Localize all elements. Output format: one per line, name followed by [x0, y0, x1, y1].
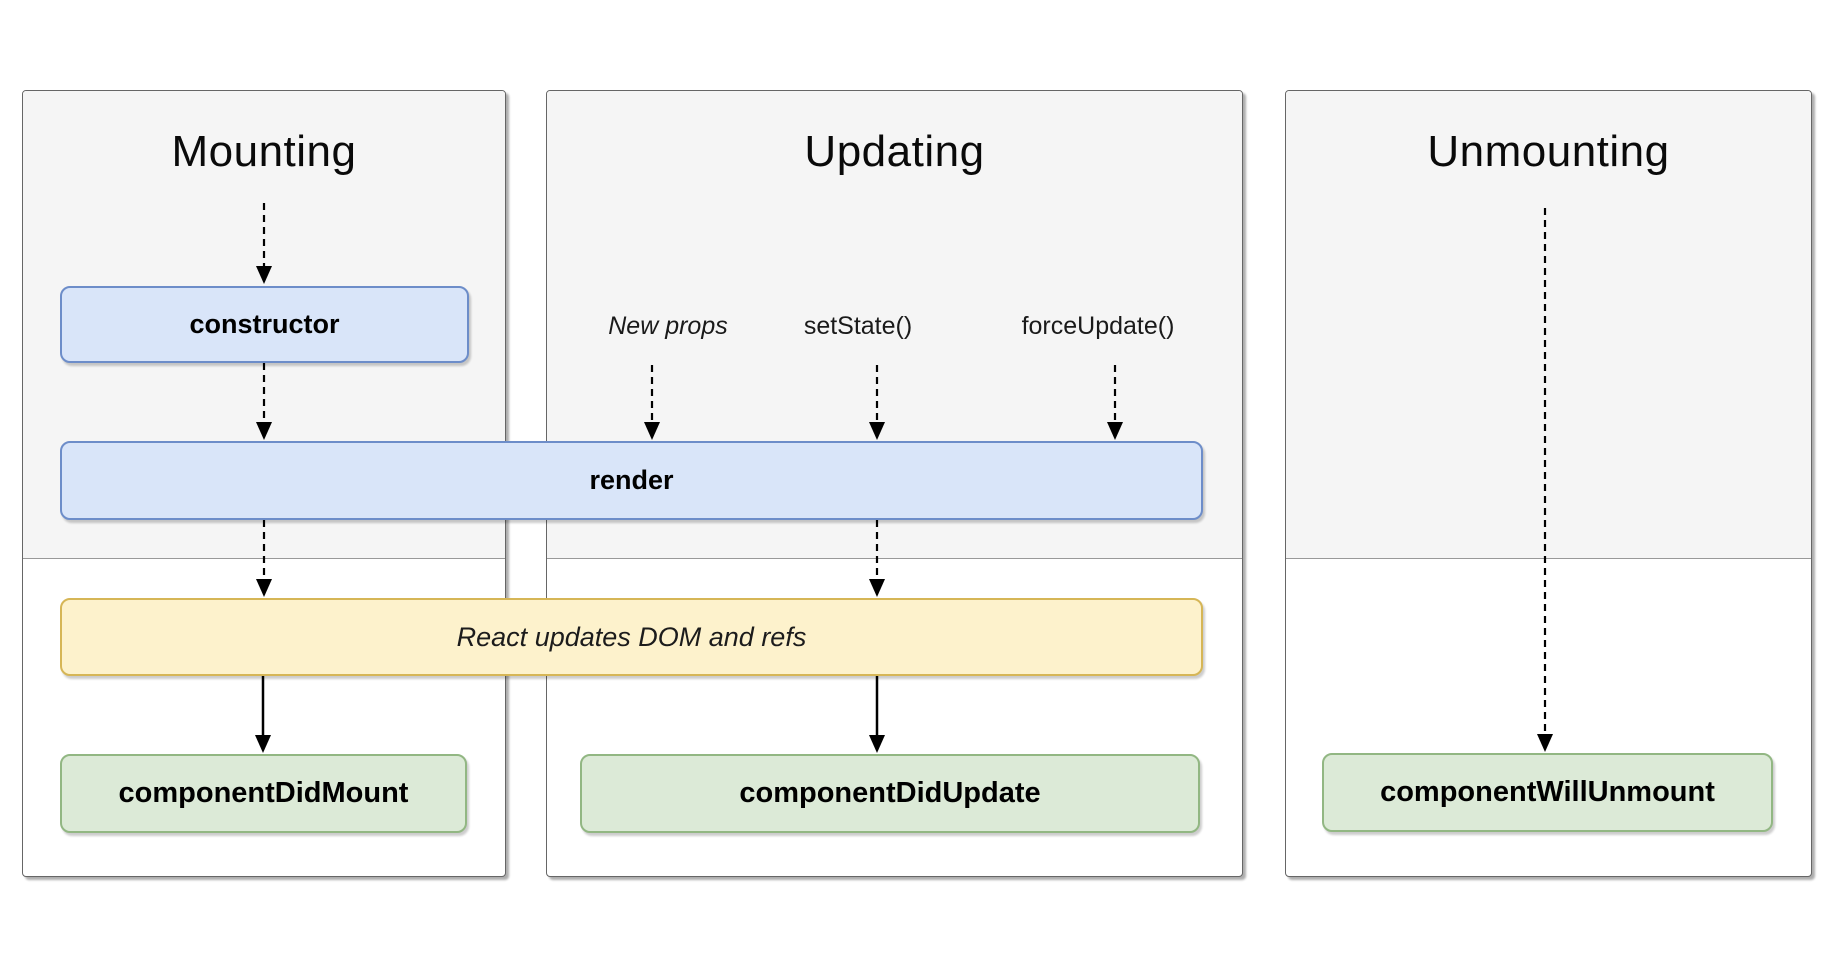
box-component-will-unmount: componentWillUnmount	[1322, 753, 1773, 832]
box-component-did-mount: componentDidMount	[60, 754, 467, 833]
panel-title-unmounting: Unmounting	[1427, 127, 1670, 176]
box-constructor: constructor	[60, 286, 469, 363]
label-set-state: setState()	[803, 312, 913, 340]
label-new-props: New props	[608, 312, 728, 340]
panel-title-mounting: Mounting	[171, 127, 357, 176]
box-react-updates-dom: React updates DOM and refs	[60, 598, 1203, 676]
panel-title-updating: Updating	[804, 127, 985, 176]
box-render: render	[60, 441, 1203, 520]
panel-unmounting-render-phase-region	[1286, 91, 1811, 559]
box-component-did-update: componentDidUpdate	[580, 754, 1200, 833]
label-force-update: forceUpdate()	[1021, 312, 1175, 340]
